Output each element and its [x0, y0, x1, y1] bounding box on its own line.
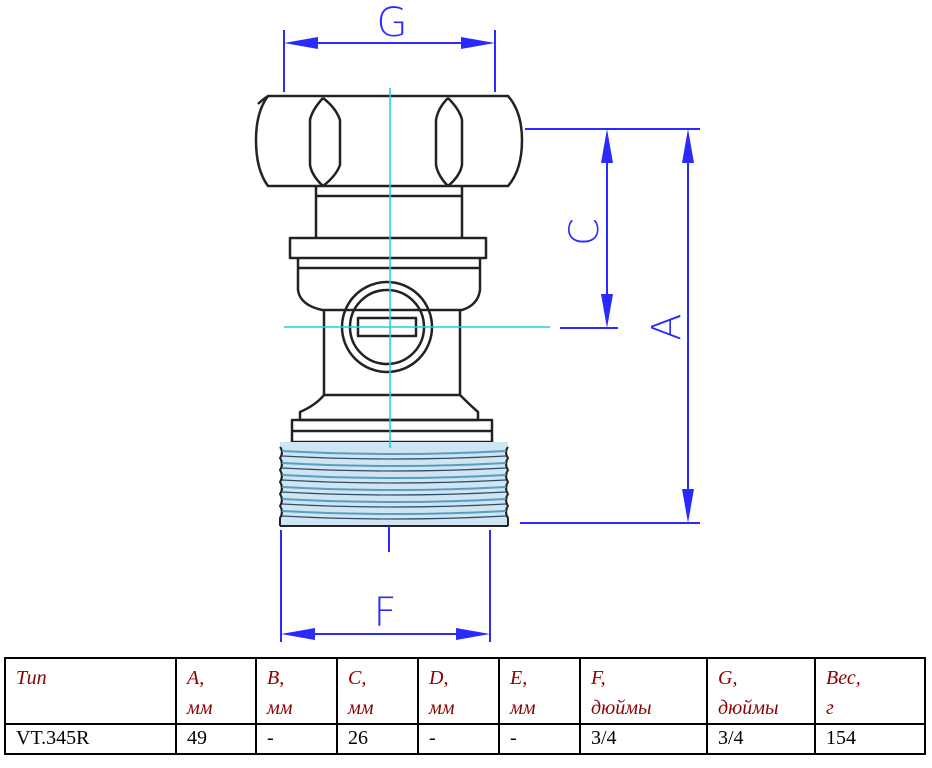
dimension-f — [280, 530, 491, 642]
header-a: A,мм — [175, 657, 257, 725]
dimension-c-label: C — [562, 218, 608, 246]
dimension-g-label: G — [377, 0, 408, 46]
spec-table: Тип A,мм B,мм C,мм D,мм E,мм F,дюймы G,д… — [4, 657, 926, 755]
dimension-f-label: F — [373, 590, 396, 636]
dimension-a-label: A — [644, 313, 690, 340]
centerlines — [284, 88, 550, 448]
header-type: Тип — [4, 657, 177, 725]
header-b: B,мм — [255, 657, 338, 725]
cell-g: 3/4 — [706, 723, 816, 755]
cell-c: 26 — [336, 723, 419, 755]
header-weight: Вес,г — [814, 657, 926, 725]
cell-e: - — [498, 723, 581, 755]
cell-f: 3/4 — [579, 723, 708, 755]
fitting-drawing: G F C A — [254, 0, 700, 642]
header-e: E,мм — [498, 657, 581, 725]
cell-weight: 154 — [814, 723, 926, 755]
cell-d: - — [417, 723, 500, 755]
dimension-c — [525, 128, 700, 329]
header-c: C,мм — [336, 657, 419, 725]
cell-b: - — [255, 723, 338, 755]
table-row: VT.345R 49 - 26 - - 3/4 3/4 154 — [4, 723, 926, 755]
fitting-body — [254, 94, 524, 444]
dimension-a — [520, 129, 700, 524]
table-header-row: Тип A,мм B,мм C,мм D,мм E,мм F,дюймы G,д… — [4, 657, 926, 725]
cell-type: VT.345R — [4, 723, 177, 755]
header-d: D,мм — [417, 657, 500, 725]
thread — [278, 442, 510, 527]
cell-a: 49 — [175, 723, 257, 755]
header-g: G,дюймы — [706, 657, 816, 725]
dimension-g — [283, 30, 496, 92]
header-f: F,дюймы — [579, 657, 708, 725]
